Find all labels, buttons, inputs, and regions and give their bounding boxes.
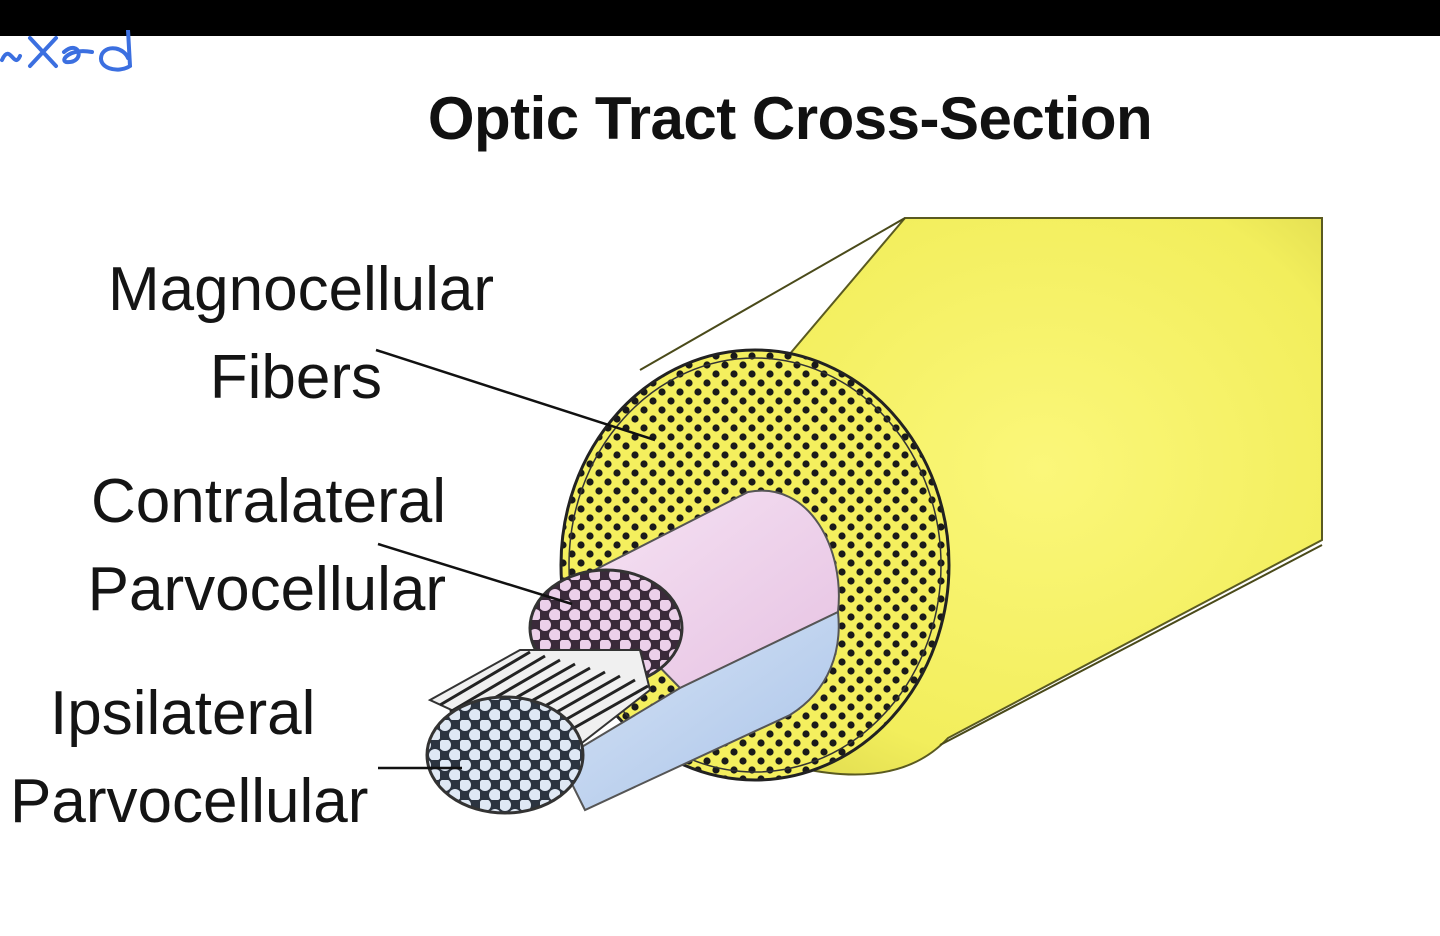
handwriting-scribble [0,30,133,72]
ipsilateral-sleeve [558,610,840,812]
label-contralateral-parvocellular: Contralateral Parvocellular [87,467,446,624]
diagram-title: Optic Tract Cross-Section [427,85,1153,152]
ipsilateral-face [425,695,585,815]
leader-line-contralateral [377,542,573,606]
label-ipsilateral-parvocellular: Ipsilateral Parvocellular [10,679,369,836]
label-magnocellular-fibers: Magnocellular Fibers [108,255,494,412]
top-bar [0,0,1440,36]
leader-line-magnocellular [375,348,656,442]
